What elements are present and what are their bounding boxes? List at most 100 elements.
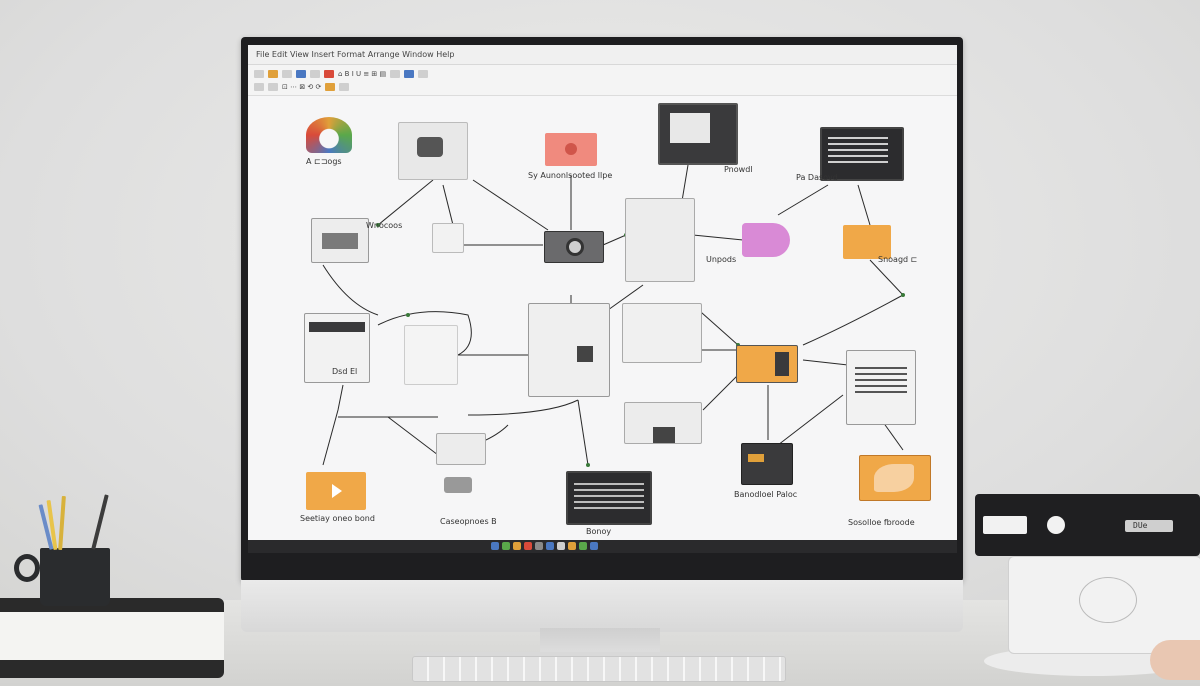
node-camera-device[interactable] [544, 231, 604, 263]
node-label: Pa Dasovd [796, 173, 838, 182]
toolbar-row-2[interactable]: ⊡ ⋯ ⊠ ⟲ ⟳ [254, 81, 350, 93]
lens-icon [566, 238, 584, 256]
window-thumbnail [670, 113, 710, 143]
node-small-chip[interactable] [444, 477, 472, 493]
node-label: Caseopnoes B [440, 517, 497, 526]
toolbar-row-1[interactable]: ⌂ B I U ≡ ⊞ ▤ [254, 68, 429, 80]
node-label: Wnocoos [366, 221, 403, 230]
node-label: Unpods [706, 255, 737, 264]
device-button [1079, 577, 1137, 623]
node-small-doc[interactable] [432, 223, 464, 253]
node-camera-box[interactable] [398, 122, 468, 180]
picture-icon [874, 464, 914, 492]
waveform-icon [322, 233, 358, 249]
node-small-card[interactable] [436, 433, 486, 465]
edge [467, 399, 579, 416]
toolbar-button[interactable] [254, 70, 264, 78]
dock-icon[interactable] [546, 542, 554, 550]
toolbar-button[interactable] [339, 83, 350, 91]
toolbar-button[interactable] [268, 70, 278, 78]
device-display [983, 516, 1027, 534]
doc-lines [855, 367, 907, 397]
node-orange-picture[interactable] [859, 455, 931, 501]
node-terminal-window[interactable] [820, 127, 904, 181]
dock-icon[interactable] [590, 542, 598, 550]
connection-lines [322, 164, 905, 467]
edge-endpoint [586, 463, 590, 467]
node-orange-play[interactable] [306, 472, 366, 510]
toggle-icon [577, 346, 593, 362]
status-bar [248, 540, 957, 553]
node-window-screenshot[interactable] [658, 103, 738, 165]
dock-icon[interactable] [524, 542, 532, 550]
dock-icon[interactable] [557, 542, 565, 550]
node-right-document[interactable] [846, 350, 916, 425]
toolbar: ⌂ B I U ≡ ⊞ ▤ ⊡ ⋯ ⊠ ⟲ ⟳ [248, 65, 957, 96]
node-pink-card[interactable] [545, 133, 597, 166]
device-slot [1125, 520, 1173, 532]
menu-bar[interactable]: File Edit View Insert Format Arrange Win… [248, 45, 957, 65]
toolbar-button[interactable] [325, 83, 336, 91]
node-orange-card[interactable] [843, 225, 891, 259]
dock-icon[interactable] [513, 542, 521, 550]
edge [322, 264, 379, 316]
edge-endpoint [376, 223, 380, 227]
toolbar-button[interactable] [324, 70, 334, 78]
dock-icon[interactable] [535, 542, 543, 550]
monitor-chin [241, 580, 963, 632]
toolbar-text: ⊡ ⋯ ⊠ ⟲ ⟳ [282, 83, 322, 91]
edge [577, 399, 589, 466]
desk-device: DUe [975, 494, 1200, 556]
toolbar-button[interactable] [296, 70, 306, 78]
node-label: Bonoy [586, 527, 612, 536]
toolbar-text: ⌂ B I U ≡ ⊞ ▤ [338, 70, 387, 78]
toolbar-button[interactable] [310, 70, 320, 78]
edge [602, 234, 627, 246]
toolbar-button[interactable] [268, 83, 278, 91]
node-left-document[interactable] [304, 313, 370, 383]
toolbar-button[interactable] [418, 70, 429, 78]
dock-icon[interactable] [502, 542, 510, 550]
node-label: Snoagd ⊏ [878, 255, 918, 264]
dock-icon[interactable] [568, 542, 576, 550]
toolbar-button[interactable] [404, 70, 415, 78]
toolbar-button[interactable] [390, 70, 401, 78]
toolbar-button[interactable] [282, 70, 292, 78]
edge [322, 384, 344, 466]
play-icon [332, 484, 342, 498]
device-base [1008, 556, 1200, 654]
device-label: DUe [1133, 521, 1148, 530]
node-center-window[interactable] [528, 303, 610, 397]
node-printer-panel[interactable] [622, 303, 702, 363]
node-video-window[interactable] [311, 218, 369, 263]
dock-icon[interactable] [579, 542, 587, 550]
node-label: Pnowdl [724, 165, 753, 174]
edge [802, 359, 849, 366]
dock[interactable] [491, 542, 598, 550]
heart-icon [565, 143, 577, 155]
edge-endpoint [901, 293, 905, 297]
edge [869, 259, 904, 296]
node-terminal-bottom[interactable] [566, 471, 652, 525]
node-mid-bottom-panel[interactable] [624, 402, 702, 444]
screen: File Edit View Insert Format Arrange Win… [248, 45, 957, 553]
hand [1150, 640, 1200, 680]
doc-header [309, 322, 365, 332]
edge [472, 179, 549, 231]
device-knob [1047, 516, 1065, 534]
node-mid-left-panel[interactable] [404, 325, 458, 385]
node-rainbow-icon[interactable] [306, 117, 352, 153]
edge [692, 234, 744, 241]
device-icon [653, 427, 675, 443]
node-panel-window[interactable] [625, 198, 695, 282]
toolbar-button[interactable] [254, 83, 264, 91]
camera-icon [417, 137, 443, 157]
node-orange-film[interactable] [736, 345, 798, 383]
edge [857, 184, 871, 226]
dock-icon[interactable] [491, 542, 499, 550]
edge [377, 179, 434, 226]
node-small-terminal[interactable] [741, 443, 793, 485]
node-magenta-shape[interactable] [742, 223, 790, 257]
book [0, 598, 224, 678]
edge [777, 184, 829, 216]
